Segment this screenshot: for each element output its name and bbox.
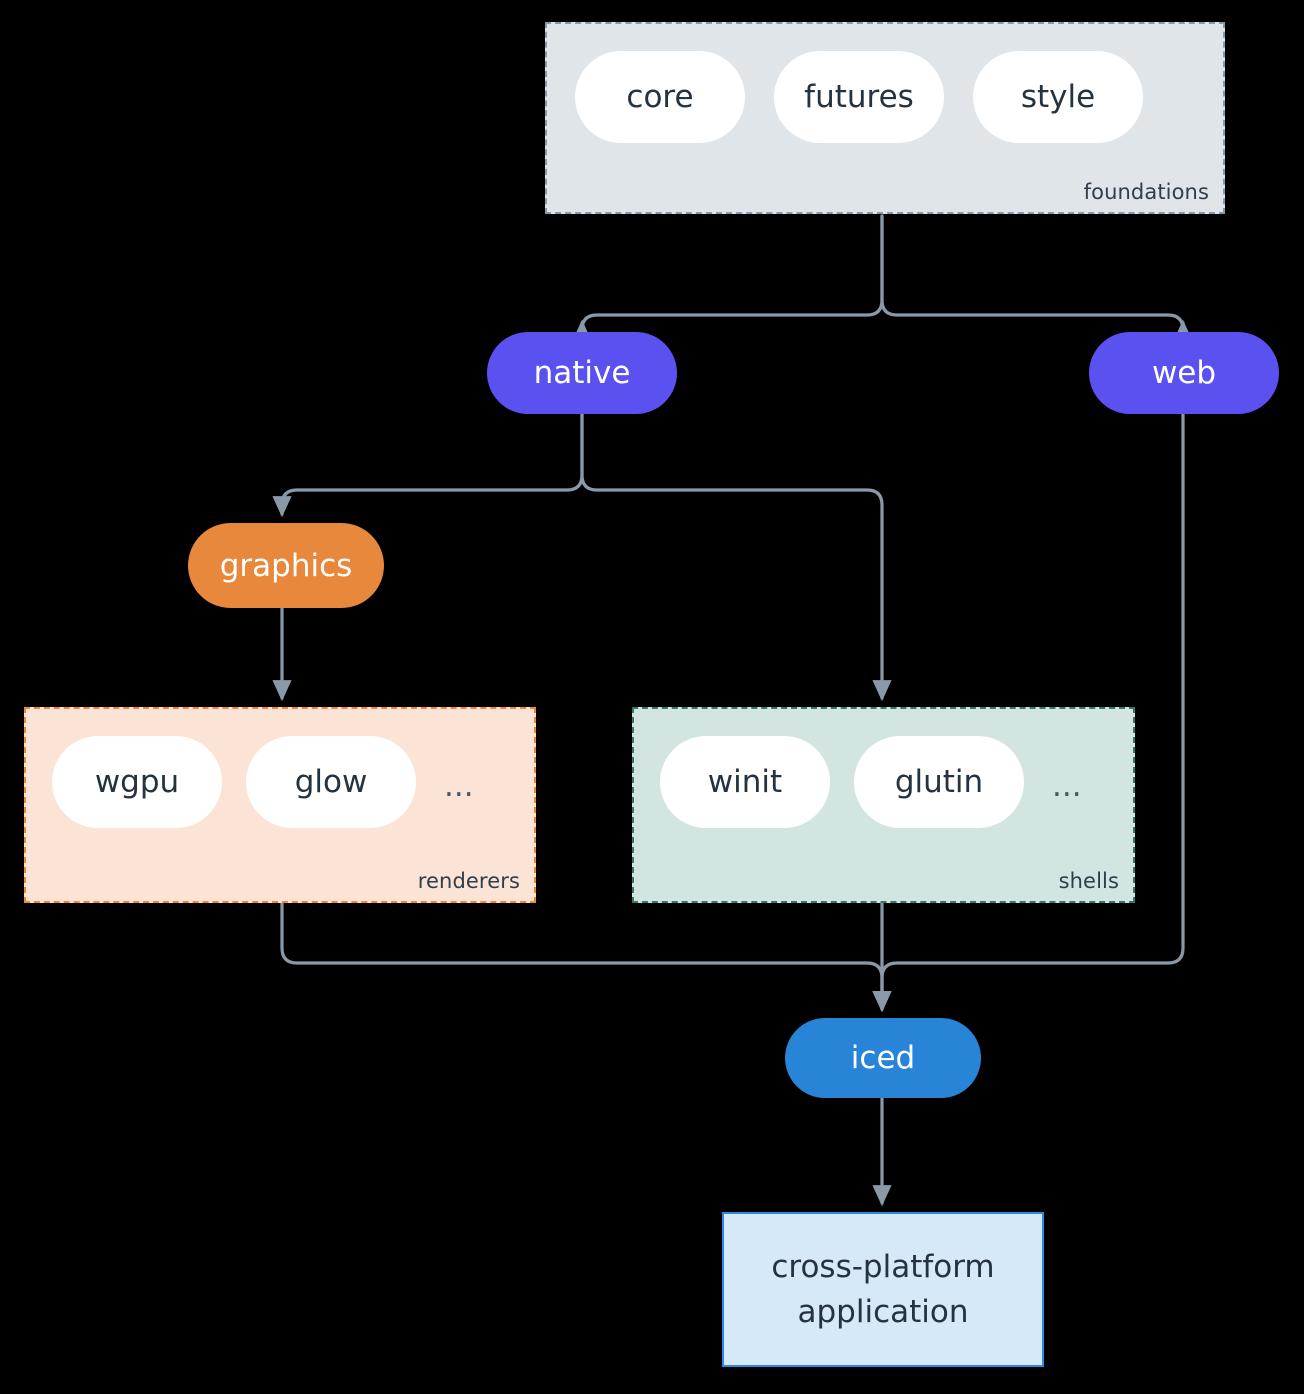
cluster-foundations: core futures style foundations — [545, 22, 1225, 214]
node-style[interactable]: style — [973, 51, 1143, 143]
node-glutin[interactable]: glutin — [854, 736, 1024, 828]
edge-foundations-to-web — [880, 214, 1193, 341]
edge-foundations-to-native — [572, 214, 884, 341]
edge-native-to-shells — [580, 412, 892, 702]
node-winit[interactable]: winit — [660, 736, 830, 828]
cluster-renderers-label: renderers — [417, 869, 520, 893]
node-graphics[interactable]: graphics — [188, 523, 384, 608]
node-web[interactable]: web — [1089, 332, 1279, 414]
renderers-ellipsis-icon: ... — [444, 768, 474, 804]
node-wgpu[interactable]: wgpu — [52, 736, 222, 828]
edge-renderers-to-iced — [280, 901, 892, 1013]
node-core[interactable]: core — [575, 51, 745, 143]
edge-native-to-graphics — [272, 412, 584, 518]
cluster-renderers: wgpu glow ... renderers — [24, 707, 536, 903]
cluster-foundations-label: foundations — [1083, 180, 1209, 204]
node-glow[interactable]: glow — [246, 736, 416, 828]
shells-ellipsis-icon: ... — [1052, 768, 1082, 804]
node-iced[interactable]: iced — [785, 1018, 981, 1098]
cluster-shells: winit glutin ... shells — [632, 707, 1135, 903]
cluster-renderers-children: wgpu glow ... — [26, 736, 534, 828]
node-cross-platform-application[interactable]: cross-platform application — [722, 1212, 1044, 1367]
cluster-shells-label: shells — [1058, 869, 1119, 893]
cluster-foundations-children: core futures style — [547, 51, 1223, 143]
node-native[interactable]: native — [487, 332, 677, 414]
app-label-line2: application — [797, 1293, 969, 1330]
cluster-shells-children: winit glutin ... — [634, 736, 1133, 828]
app-label-line1: cross-platform — [771, 1248, 995, 1285]
node-futures[interactable]: futures — [774, 51, 944, 143]
